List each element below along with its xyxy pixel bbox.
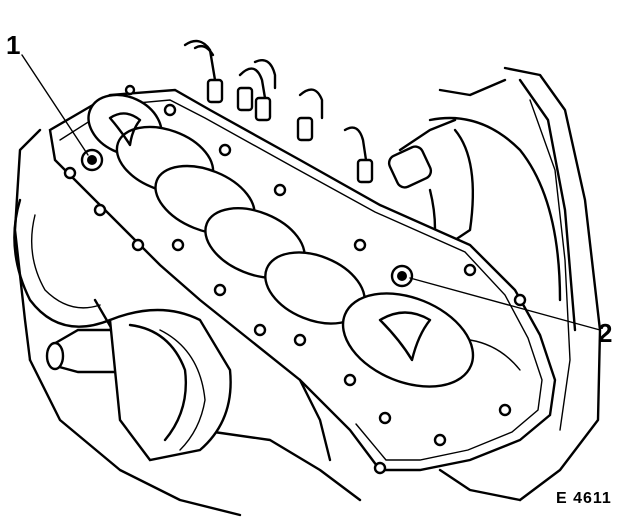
cylinder-head-gasket	[48, 84, 557, 475]
callout-label-1: 1	[6, 30, 21, 60]
figure-code: E 4611	[556, 490, 612, 507]
dowel-2	[390, 264, 414, 288]
leader-line-2	[409, 277, 601, 331]
crankshaft-nose	[45, 308, 232, 462]
leader-line-1	[21, 54, 89, 156]
engine-casing-right	[428, 66, 602, 502]
bolt-holes	[63, 84, 527, 475]
dowel-1	[80, 148, 104, 172]
callout-label-2: 2	[598, 318, 613, 348]
engine-block-lower	[298, 339, 522, 502]
cylinder-bore-6	[341, 292, 475, 388]
